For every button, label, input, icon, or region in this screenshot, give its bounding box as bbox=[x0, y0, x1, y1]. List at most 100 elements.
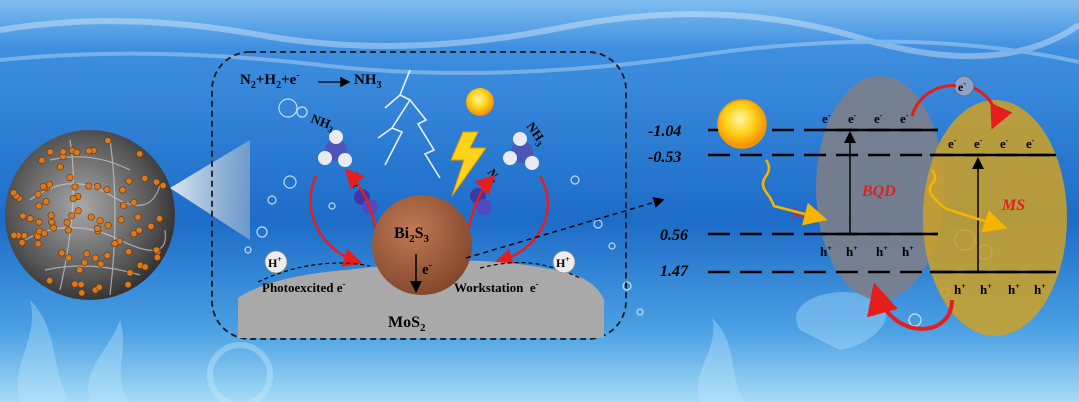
nanoparticle-dot bbox=[104, 137, 112, 145]
nanoparticle-dot bbox=[20, 232, 28, 240]
nanoparticle-dot bbox=[78, 289, 86, 297]
nanoparticle-dot bbox=[141, 263, 149, 271]
nanoparticle-dot bbox=[77, 280, 85, 288]
svg-text:h+: h+ bbox=[902, 244, 914, 259]
nanoparticle-dot bbox=[136, 150, 144, 158]
nanoparticle-dot bbox=[58, 249, 66, 257]
nanoparticle-dot bbox=[40, 229, 48, 237]
nanoparticle-dot bbox=[96, 217, 104, 225]
nanoparticle-dot bbox=[117, 216, 125, 224]
level-label: -0.53 bbox=[648, 149, 681, 166]
nanoparticle-dot bbox=[46, 277, 54, 285]
svg-text:H+: H+ bbox=[268, 255, 282, 270]
nanoparticle-dot bbox=[153, 178, 161, 186]
nanoparticle-dot bbox=[135, 226, 143, 234]
svg-text:h+: h+ bbox=[954, 282, 966, 297]
nanoparticle-dot bbox=[65, 254, 73, 262]
svg-text:h+: h+ bbox=[846, 244, 858, 259]
nanoparticle-dot bbox=[19, 212, 27, 220]
bolt-icon bbox=[450, 131, 487, 197]
nanoparticle-dot bbox=[45, 180, 53, 188]
photoexcited-label: Photoexcited e- bbox=[262, 279, 346, 295]
nanoparticle-dot bbox=[134, 213, 142, 221]
svg-text:h+: h+ bbox=[1034, 282, 1046, 297]
svg-text:H+: H+ bbox=[556, 255, 570, 270]
reaction-zone-box bbox=[211, 51, 627, 340]
nanoparticle-dot bbox=[152, 246, 160, 254]
nanoparticle-dot bbox=[10, 189, 18, 197]
nanoparticle-dot bbox=[35, 202, 43, 210]
water-caustics bbox=[0, 11, 1079, 75]
nanoparticle-dot bbox=[42, 198, 50, 206]
center-electron-label: e- bbox=[422, 260, 432, 278]
nanoparticle-dot bbox=[126, 269, 134, 277]
svg-text:e-: e- bbox=[948, 136, 957, 151]
nanoparticle-dot bbox=[111, 240, 119, 248]
level-label: -1.04 bbox=[648, 123, 681, 140]
nanoparticle-dot bbox=[147, 222, 155, 230]
nanoparticle-dot bbox=[38, 156, 46, 164]
mos2-substrate bbox=[238, 260, 604, 338]
svg-text:e-: e- bbox=[1026, 136, 1035, 151]
svg-text:e-: e- bbox=[900, 111, 909, 126]
level-label: 0.56 bbox=[660, 227, 688, 244]
h-plus-badge-right: H+ bbox=[552, 250, 576, 274]
nanoparticle-dot bbox=[18, 239, 26, 247]
nanoparticle-dot bbox=[76, 266, 84, 274]
nanoparticle-dot bbox=[26, 215, 34, 223]
nanoparticle-dot bbox=[85, 182, 93, 190]
nanoparticle-dot bbox=[87, 213, 95, 221]
svg-text:e-: e- bbox=[1000, 136, 1009, 151]
ms-label: MS bbox=[1001, 197, 1025, 214]
nanoparticle-dot bbox=[94, 225, 102, 233]
photon-arrow-ms bbox=[928, 169, 1008, 233]
nanoparticle-dot bbox=[130, 230, 138, 238]
svg-text:e-: e- bbox=[874, 111, 883, 126]
nanoparticle-dot bbox=[48, 218, 56, 226]
nanoparticle-dot bbox=[59, 148, 67, 156]
nanoparticle-dot bbox=[119, 186, 127, 194]
reaction-cycle-arrows bbox=[309, 168, 549, 268]
mos2-label: MoS2 bbox=[388, 314, 426, 334]
svg-text:e-: e- bbox=[848, 111, 857, 126]
nanoparticle-dot bbox=[74, 207, 82, 215]
electron-transfer-arrow-top-in bbox=[910, 84, 957, 117]
nanoparticle-dot bbox=[63, 218, 71, 226]
band-diagram: -1.04 -0.53 0.56 1.47 e- e- e- e- e- e- … bbox=[648, 75, 1067, 336]
svg-text:e-: e- bbox=[822, 111, 831, 126]
nanoparticle-dot bbox=[34, 240, 42, 248]
nanoparticle-dot bbox=[56, 163, 64, 171]
workstation-label: Workstation e- bbox=[454, 279, 539, 295]
nanoparticle-dot bbox=[91, 254, 99, 262]
ms-holes: h+ h+ h+ h+ bbox=[954, 282, 1046, 297]
nanoparticle-dot bbox=[35, 218, 43, 226]
nanoparticle-dot bbox=[46, 148, 54, 156]
nanoparticle-dot bbox=[66, 174, 74, 182]
nanoparticle-dot bbox=[141, 175, 149, 183]
nanoparticle-dot bbox=[125, 177, 133, 185]
reaction-equation: N2+H2+e- NH3 bbox=[240, 70, 382, 91]
bqd-label: BQD bbox=[861, 183, 896, 200]
electron-ball-label: e- bbox=[958, 79, 966, 94]
seaweed bbox=[17, 291, 887, 402]
photon-arrow-bqd bbox=[761, 159, 828, 226]
svg-text:NH3: NH3 bbox=[354, 72, 382, 91]
nanoparticle-dot bbox=[156, 215, 164, 223]
nanoparticle-dot bbox=[103, 186, 111, 194]
svg-text:h+: h+ bbox=[820, 244, 832, 259]
svg-text:h+: h+ bbox=[1008, 282, 1020, 297]
nh3-label-left: NH3 bbox=[308, 111, 337, 135]
nanoparticle-dot bbox=[103, 252, 111, 260]
sun-icon-right bbox=[717, 99, 767, 149]
nanoparticle-dot bbox=[64, 226, 72, 234]
svg-text:h+: h+ bbox=[980, 282, 992, 297]
nanoparticle-dot bbox=[47, 211, 55, 219]
nanoparticle-dot bbox=[130, 198, 138, 206]
lightning-icon bbox=[377, 69, 441, 179]
svg-text:N2+H2+e-: N2+H2+e- bbox=[240, 70, 300, 91]
nanoparticle-dot bbox=[94, 182, 102, 190]
nh3-molecule-left bbox=[318, 130, 352, 167]
bqd-electrons: e- e- e- e- bbox=[822, 111, 909, 126]
